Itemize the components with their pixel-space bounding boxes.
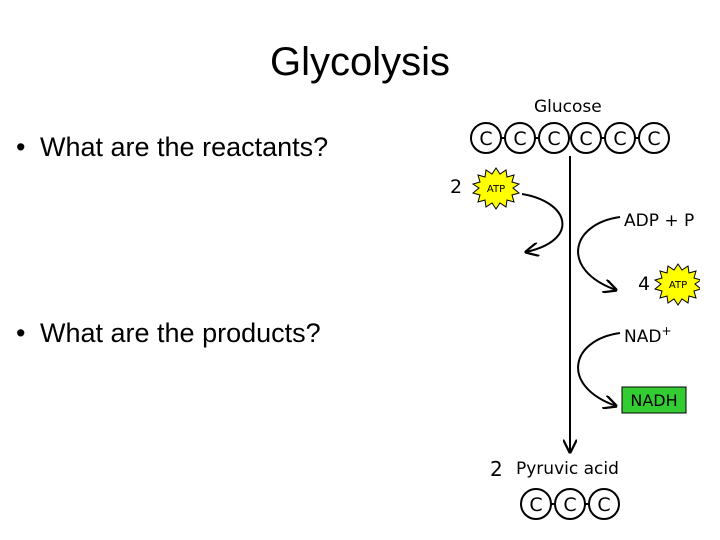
atp-consumption-arrow [521, 193, 564, 252]
atp-production-arrow [577, 216, 621, 290]
atp-in-label: ATP [487, 184, 505, 195]
nad-superscript: + [661, 324, 671, 338]
carbon-label: C [563, 494, 576, 516]
carbon-atom: C [470, 122, 502, 154]
pyruvic-molecule: C C C [520, 488, 620, 520]
bullet-reactants: • What are the reactants? [16, 132, 328, 163]
atp-out-label: ATP [669, 280, 687, 291]
carbon-atom: C [570, 122, 602, 154]
carbon-atom: C [504, 122, 536, 154]
atp-in-burst: ATP [471, 167, 521, 210]
carbon-atom: C [588, 488, 620, 520]
atp-out-burst: ATP [653, 263, 700, 306]
carbon-label: C [579, 128, 592, 150]
glucose-molecule: C C C C C C [470, 122, 670, 154]
pyruvic-label: Pyruvic acid [516, 459, 619, 479]
carbon-label: C [647, 128, 660, 150]
carbon-atom: C [554, 488, 586, 520]
carbon-label: C [547, 128, 560, 150]
pyruvic-count: 2 [490, 457, 503, 481]
carbon-label: C [613, 128, 626, 150]
nadh-label: NADH [630, 391, 677, 410]
nad-reduction-arrow [577, 332, 621, 406]
carbon-atom: C [520, 488, 552, 520]
bullet-products: • What are the products? [16, 318, 321, 349]
atp-out-count: 4 [638, 273, 650, 295]
bullet-marker: • [16, 132, 26, 162]
bullet-marker: • [16, 318, 26, 348]
adp-label: ADP + P [624, 211, 694, 231]
nadh-box [621, 386, 687, 414]
slide-title: Glycolysis [269, 40, 451, 84]
carbon-label: C [529, 494, 542, 516]
bullet-reactants-text: What are the reactants? [40, 132, 329, 162]
nad-label: NAD+ [624, 324, 672, 347]
carbon-atom: C [638, 122, 670, 154]
carbon-atom: C [604, 122, 636, 154]
carbon-label: C [597, 494, 610, 516]
carbon-atom: C [538, 122, 570, 154]
carbon-label: C [513, 128, 526, 150]
carbon-label: C [479, 128, 492, 150]
nad-text: NAD [624, 327, 661, 347]
bullet-products-text: What are the products? [40, 318, 321, 348]
glucose-label: Glucose [534, 97, 602, 117]
atp-in-count: 2 [450, 176, 462, 198]
glycolysis-diagram: Glucose C C C C C C 2 ATP ADP + P 4 ATP … [450, 97, 700, 520]
